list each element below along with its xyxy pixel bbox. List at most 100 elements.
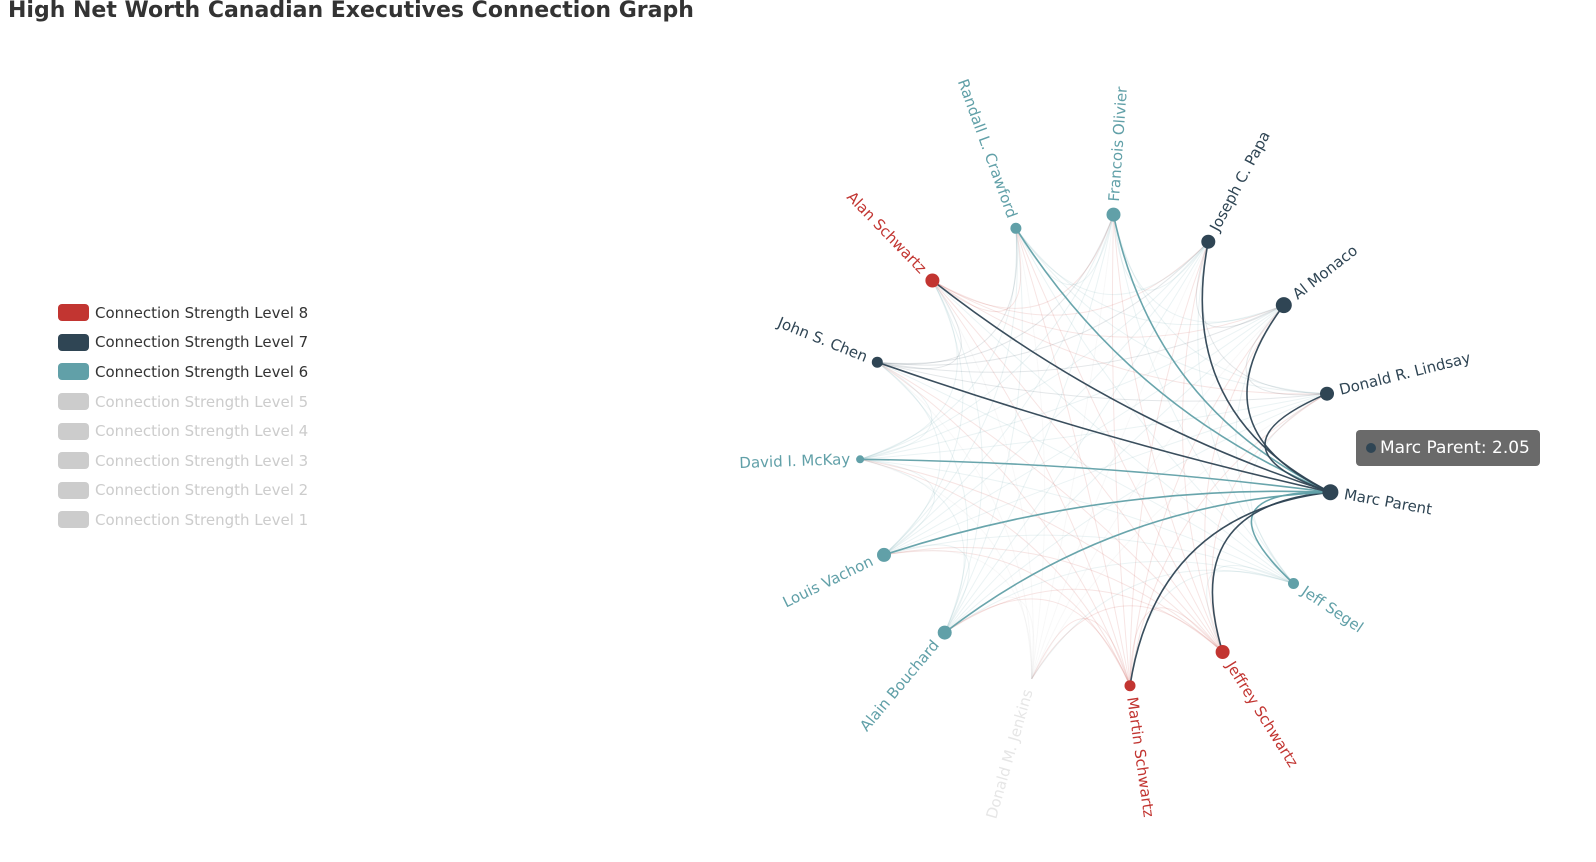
highlighted-edge	[1246, 304, 1331, 493]
node-alan-schwartz[interactable]	[925, 273, 940, 288]
node-louis-vachon[interactable]	[877, 547, 891, 562]
node-joseph-c-papa[interactable]	[1201, 234, 1216, 249]
background-edge	[883, 241, 1209, 556]
background-edge	[932, 280, 1224, 653]
node-marc-parent[interactable]	[1322, 484, 1339, 501]
node-martin-schwartz[interactable]	[1124, 680, 1136, 692]
background-edge	[877, 214, 1114, 365]
background-edge	[883, 393, 1328, 556]
background-edge	[860, 393, 1328, 460]
legend-swatch-icon	[58, 422, 89, 440]
background-edge	[883, 228, 1018, 556]
background-edge	[944, 588, 1223, 653]
background-edge	[1015, 228, 1294, 584]
node-label: Martin Schwartz	[1123, 696, 1158, 819]
legend-item-level-2[interactable]: Connection Strength Level 2	[58, 476, 308, 506]
background-edge	[944, 393, 1328, 633]
node-label: David I. McKay	[739, 450, 851, 472]
background-edge	[883, 549, 1033, 679]
background-edge	[1201, 241, 1328, 395]
legend-label: Connection Strength Level 6	[95, 362, 309, 381]
highlighted-edge	[944, 491, 1331, 634]
node-al-monaco[interactable]	[1275, 297, 1292, 314]
highlighted-edge	[1112, 214, 1331, 493]
highlighted-edge	[1015, 227, 1331, 493]
legend-item-level-3[interactable]: Connection Strength Level 3	[58, 446, 308, 476]
background-edge	[932, 280, 1294, 584]
legend-item-level-1[interactable]: Connection Strength Level 1	[58, 505, 308, 535]
background-edge	[883, 546, 1223, 653]
legend-label: Connection Strength Level 7	[95, 333, 309, 352]
highlighted-edge	[883, 490, 1331, 556]
background-edge	[944, 560, 1294, 634]
node-john-s-chen[interactable]	[871, 356, 883, 368]
background-edge	[860, 304, 1285, 460]
background-edge	[1129, 241, 1209, 686]
background-edge	[932, 228, 1022, 313]
highlighted-edge	[860, 458, 1331, 493]
legend-swatch-icon	[58, 333, 89, 351]
highlighted-edge	[1250, 491, 1331, 585]
background-edge	[931, 280, 983, 633]
background-edge	[877, 361, 1328, 402]
background-edge	[859, 458, 1131, 686]
background-edge	[1015, 228, 1224, 653]
background-edge	[1031, 605, 1223, 680]
background-edge	[932, 214, 1114, 309]
legend-label: Connection Strength Level 8	[95, 303, 309, 322]
node-label: Alain Bouchard	[856, 636, 943, 734]
node-label: John S. Chen	[774, 313, 870, 366]
node-jeffrey-schwartz[interactable]	[1215, 645, 1230, 659]
background-edge	[1197, 241, 1294, 584]
background-edge	[877, 361, 1131, 686]
node-alain-bouchard[interactable]	[937, 625, 952, 640]
background-edge	[931, 280, 1131, 686]
background-edge	[1113, 214, 1209, 291]
background-edge	[1031, 569, 1294, 680]
background-edge	[1113, 214, 1224, 653]
page-title: High Net Worth Canadian Executives Conne…	[8, 0, 694, 23]
background-edge	[1015, 228, 1131, 686]
node-label: Donald M. Jenkins	[983, 687, 1037, 821]
background-edge	[944, 228, 1023, 633]
node-label: Al Monaco	[1289, 241, 1361, 303]
node-donald-r-lindsay[interactable]	[1320, 386, 1334, 401]
highlighted-edge	[1129, 491, 1331, 686]
legend: Connection Strength Level 8 Connection St…	[58, 298, 308, 535]
node-jeff-segel[interactable]	[1288, 578, 1299, 589]
legend-item-level-6[interactable]: Connection Strength Level 6	[58, 357, 308, 387]
legend-swatch-icon	[58, 393, 89, 411]
background-edge	[1129, 304, 1285, 686]
background-edge	[877, 304, 1285, 373]
background-edge	[932, 280, 1284, 338]
background-edge	[1129, 607, 1223, 686]
background-edge	[883, 304, 1285, 556]
background-edge	[883, 550, 1131, 686]
background-edge	[883, 280, 964, 556]
background-edge	[859, 241, 1209, 460]
background-edge	[1031, 618, 1131, 686]
node-randall-l-crawford[interactable]	[1010, 222, 1022, 234]
node-label: Alan Schwartz	[843, 188, 930, 277]
node-label: Francois Olivier	[1105, 85, 1131, 202]
legend-item-level-5[interactable]: Connection Strength Level 5	[58, 387, 308, 417]
tooltip-dot-icon	[1366, 443, 1376, 453]
legend-item-level-4[interactable]: Connection Strength Level 4	[58, 416, 308, 446]
background-edge	[944, 214, 1114, 633]
node-label: Marc Parent	[1343, 485, 1434, 518]
highlighted-edges	[860, 214, 1331, 686]
background-edge	[944, 241, 1209, 633]
legend-item-level-7[interactable]: Connection Strength Level 7	[58, 328, 308, 358]
node-francois-olivier[interactable]	[1106, 207, 1121, 222]
background-edge	[877, 241, 1209, 366]
highlighted-edge	[1211, 491, 1331, 653]
node-david-i-mckay[interactable]	[856, 455, 865, 464]
background-edge	[944, 304, 1285, 633]
graph-nodes[interactable]	[856, 207, 1339, 692]
legend-item-level-8[interactable]: Connection Strength Level 8	[58, 298, 308, 328]
background-edge	[859, 280, 958, 460]
node-label: Louis Vachon	[780, 552, 876, 611]
legend-swatch-icon	[58, 452, 89, 470]
legend-swatch-icon	[58, 304, 89, 322]
